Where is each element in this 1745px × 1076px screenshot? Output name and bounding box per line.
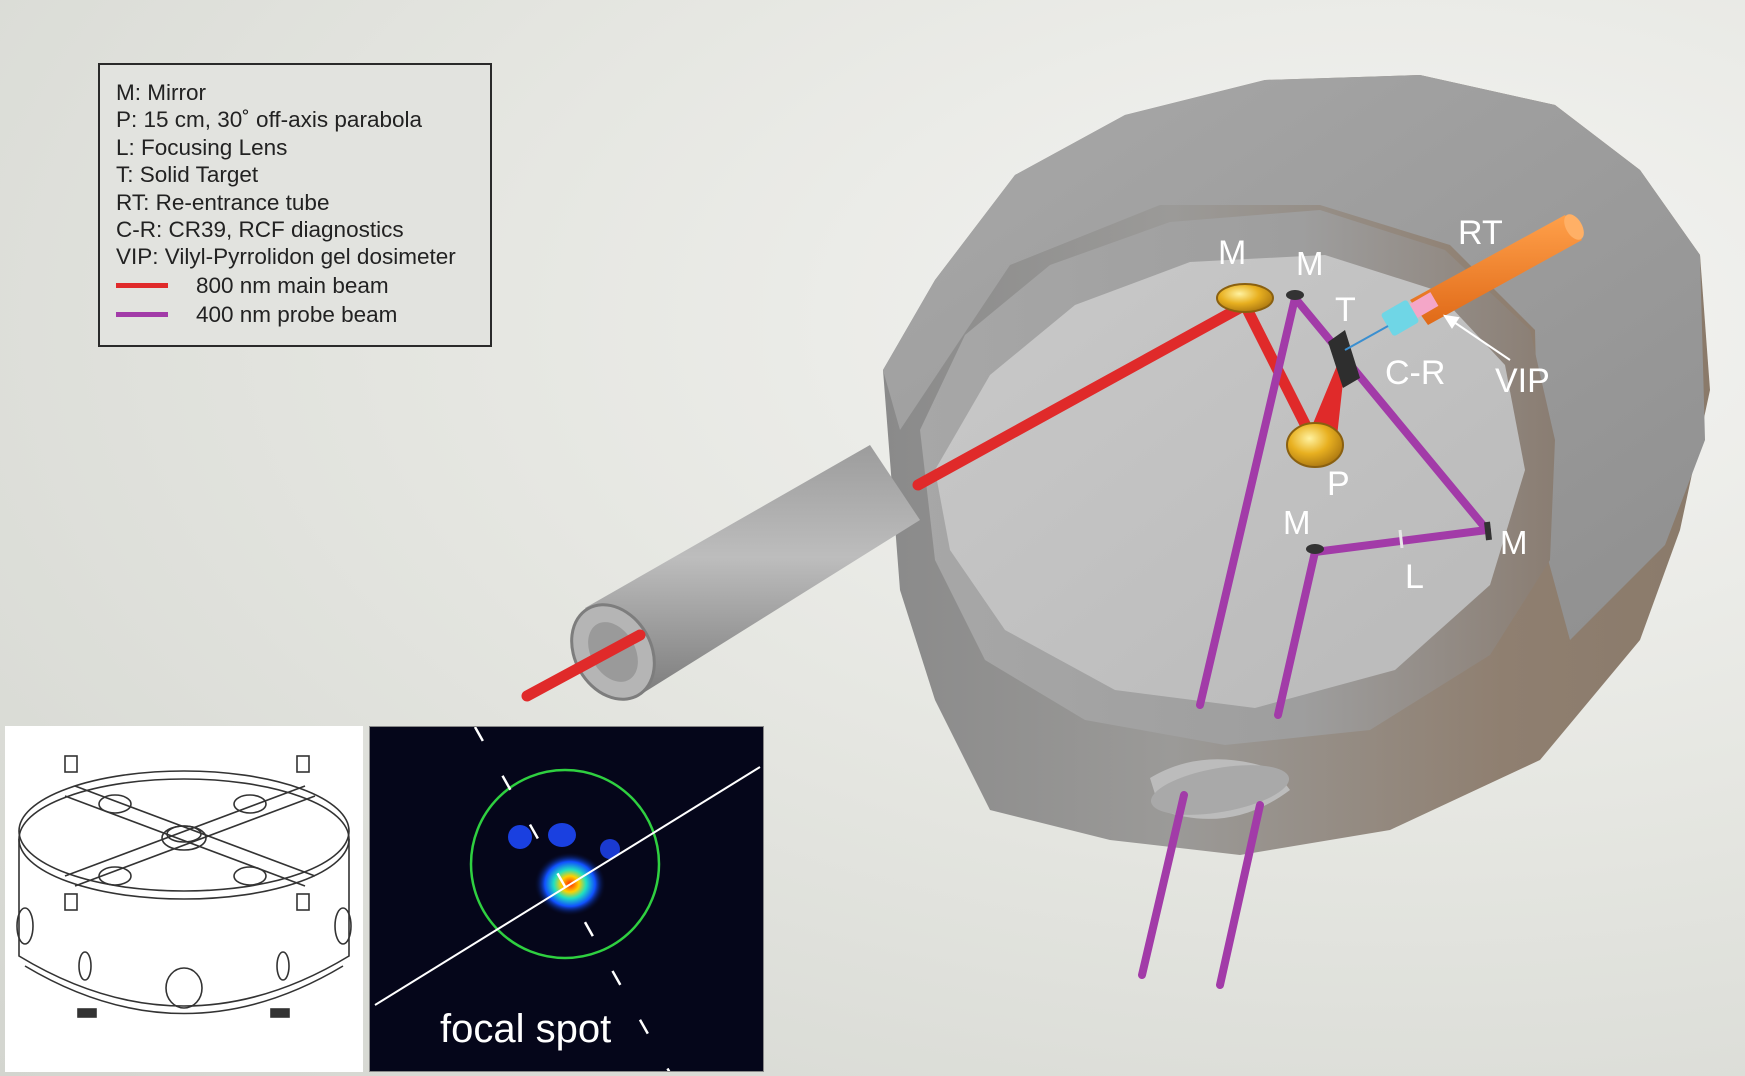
label-parabola: P [1327, 465, 1350, 503]
chamber-floor [935, 255, 1525, 708]
cr-diagnostics [1344, 300, 1419, 351]
probe-beam-swatch [116, 311, 168, 317]
focal-spot-svg [374, 727, 761, 1071]
label-mirror-1: M [1218, 234, 1247, 272]
chamber-rim [883, 75, 1705, 640]
label-vip: VIP [1495, 362, 1550, 400]
main-beam-swatch [116, 282, 168, 288]
chamber-drawing-svg [16, 755, 352, 1018]
focal-spot-axis [374, 766, 761, 1006]
vip-arrow [1442, 314, 1511, 361]
label-rt: RT [1458, 214, 1503, 252]
chamber-line-drawing [5, 726, 363, 1072]
re-entrance-tube [1409, 214, 1584, 325]
parabola [1286, 422, 1344, 468]
legend-line: VIP: Vilyl-Pyrrolidon gel dosimeter [116, 244, 456, 270]
legend-probe-beam: 400 nm probe beam [116, 300, 490, 329]
mirror-small-1 [1286, 290, 1304, 300]
main-beam [521, 299, 1347, 702]
legend-line: P: 15 cm, 30˚ off-axis parabola [116, 107, 422, 133]
focal-spot-label: focal spot [440, 1007, 612, 1051]
legend-box: M: Mirror P: 15 cm, 30˚ off-axis parabol… [98, 63, 492, 347]
label-mirror-4: M [1500, 524, 1528, 561]
focal-spot-image: focal spot [369, 726, 764, 1072]
label-mirror-3: M [1283, 504, 1311, 541]
legend-main-beam-label: 800 nm main beam [196, 272, 389, 298]
label-mirror-2: M [1296, 245, 1324, 282]
focal-spot-dashed-axis [473, 727, 671, 1071]
legend-main-beam: 800 nm main beam [116, 271, 490, 300]
mirror-small-3 [1484, 521, 1492, 541]
label-cr: C-R [1385, 354, 1446, 392]
legend-line: RT: Re-entrance tube [116, 189, 330, 215]
legend-line: C-R: CR39, RCF diagnostics [116, 217, 404, 243]
legend-line: T: Solid Target [116, 162, 259, 188]
legend-line: M: Mirror [116, 80, 206, 105]
label-lens: L [1405, 558, 1424, 596]
legend-probe-beam-label: 400 nm probe beam [196, 301, 398, 327]
lens [1398, 529, 1404, 549]
probe-beam [1138, 294, 1491, 989]
mirror-small-2 [1306, 544, 1324, 554]
label-target: T [1335, 291, 1356, 329]
focal-spot-circle [469, 768, 661, 960]
mirror-gold [1216, 283, 1274, 313]
solid-target [1328, 330, 1360, 388]
entrance-pipe [585, 445, 920, 695]
legend-line: L: Focusing Lens [116, 134, 288, 160]
